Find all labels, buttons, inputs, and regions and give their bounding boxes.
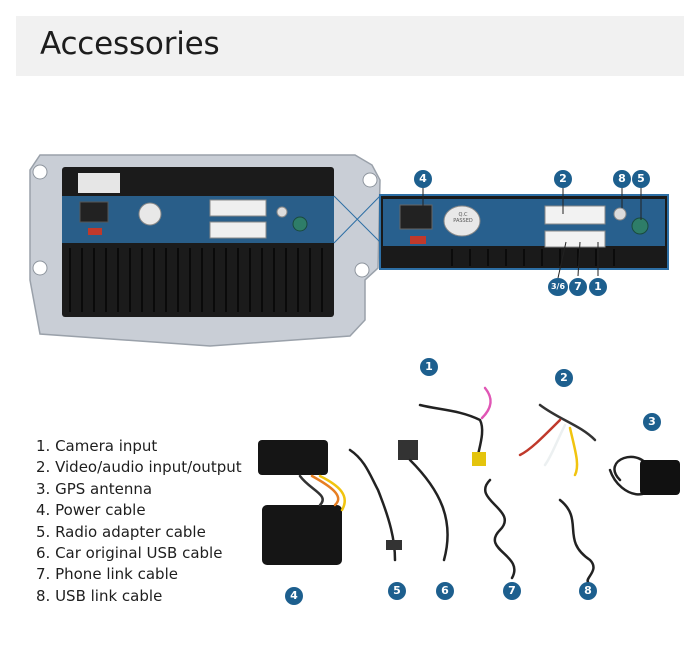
callout-badge-8: 8	[613, 170, 631, 188]
header-banner: Accessories	[16, 16, 684, 76]
cable-badge-4: 4	[285, 587, 303, 605]
legend-item: 6. Car original USB cable	[36, 543, 223, 562]
cable-badge-7: 7	[503, 582, 521, 600]
cable-badge-2: 2	[555, 369, 573, 387]
cable-badge-6: 6	[436, 582, 454, 600]
legend-item: 4. Power cable	[36, 501, 146, 520]
callout-badge-7: 7	[569, 278, 587, 296]
legend-item: 7. Phone link cable	[36, 565, 178, 584]
legend-item: 5. Radio adapter cable	[36, 522, 206, 541]
legend-item: 3. GPS antenna	[36, 479, 153, 498]
cable-badge-1: 1	[420, 358, 438, 376]
page-title: Accessories	[40, 26, 220, 62]
cable-badge-5: 5	[388, 582, 406, 600]
callout-badge-1: 1	[589, 278, 607, 296]
qc-sticker-label: Q.C PASSED	[453, 212, 473, 224]
accessory-legend-list: 1. Camera input 2. Video/audio input/out…	[36, 436, 242, 607]
head-unit-rear	[29, 154, 381, 347]
callout-badge-3-6: 3/6	[548, 278, 568, 296]
zoom-guide-lines	[333, 195, 381, 244]
zoomed-connector-panel	[379, 186, 669, 279]
callout-badge-4: 4	[414, 170, 432, 188]
cable-badge-8: 8	[579, 582, 597, 600]
callout-badge-5: 5	[632, 170, 650, 188]
legend-item: 2. Video/audio input/output	[36, 458, 242, 477]
legend-item: 8. USB link cable	[36, 586, 163, 605]
legend-item: 1. Camera input	[36, 437, 158, 455]
cable-badge-3: 3	[643, 413, 661, 431]
callout-badge-2: 2	[554, 170, 572, 188]
cable-set	[258, 386, 680, 584]
